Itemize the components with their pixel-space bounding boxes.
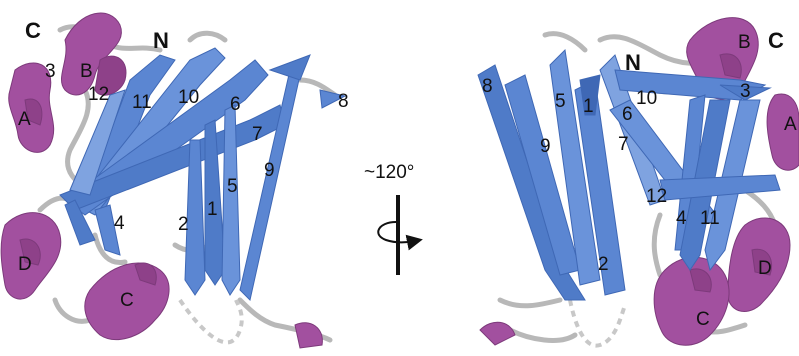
left-label-strand-10: 10 [178,87,199,108]
left-label-strand-4: 4 [114,213,125,234]
rotation-label: ~120° [364,162,414,183]
right-label-n-terminus: N [625,50,641,75]
right-label-c-terminus: C [768,28,784,53]
right-label-strand-2: 2 [598,254,609,275]
left-label-strand-3: 3 [45,61,56,82]
left-label-strand-12: 12 [88,84,109,105]
right-label-helix-a: A [784,114,797,135]
left-disordered-loop [180,300,242,342]
left-helix-small-right [295,323,322,348]
left-label-strand-2: 2 [178,214,189,235]
left-label-strand-8: 8 [338,91,349,112]
left-label-helix-a: A [18,109,31,130]
right-label-strand-5: 5 [555,91,566,112]
right-label-strand-1: 1 [583,96,594,117]
right-label-helix-b: B [738,32,751,53]
right-label-helix-c: C [696,309,710,330]
right-label-strand-6: 6 [622,104,633,125]
right-label-strand-8: 8 [482,76,493,97]
right-helix-small-left [480,322,515,345]
left-label-helix-b: B [80,61,93,82]
left-label-c-terminus: C [25,18,41,43]
left-label-strand-7: 7 [252,124,263,145]
right-label-strand-10: 10 [636,88,657,109]
left-strand-8 [270,55,310,80]
right-label-strand-4: 4 [676,208,687,229]
right-label-strand-7: 7 [618,134,629,155]
right-label-strand-12: 12 [646,186,667,207]
right-label-strand-3: 3 [740,81,751,102]
left-strand-9 [240,70,300,300]
right-label-strand-9: 9 [540,136,551,157]
left-label-strand-9: 9 [264,160,275,181]
left-label-strand-1: 1 [207,199,218,220]
left-label-helix-d: D [18,254,32,275]
left-label-n-terminus: N [153,28,169,53]
rotation-indicator: ~120° [364,162,415,275]
right-label-helix-d: D [758,258,772,279]
left-label-strand-11: 11 [132,92,152,113]
left-label-helix-c: C [120,290,134,311]
right-label-strand-11: 11 [700,208,720,229]
right-view: 8 5 1 N 6 10 7 9 B C 3 A 12 4 11 2 D C [478,18,799,346]
left-view: C N 3 B 12 11 10 6 7 8 9 5 1 2 4 A D C [1,13,348,348]
left-label-strand-6: 6 [230,94,241,115]
left-label-strand-5: 5 [227,176,238,197]
right-disordered-loop [570,300,625,346]
